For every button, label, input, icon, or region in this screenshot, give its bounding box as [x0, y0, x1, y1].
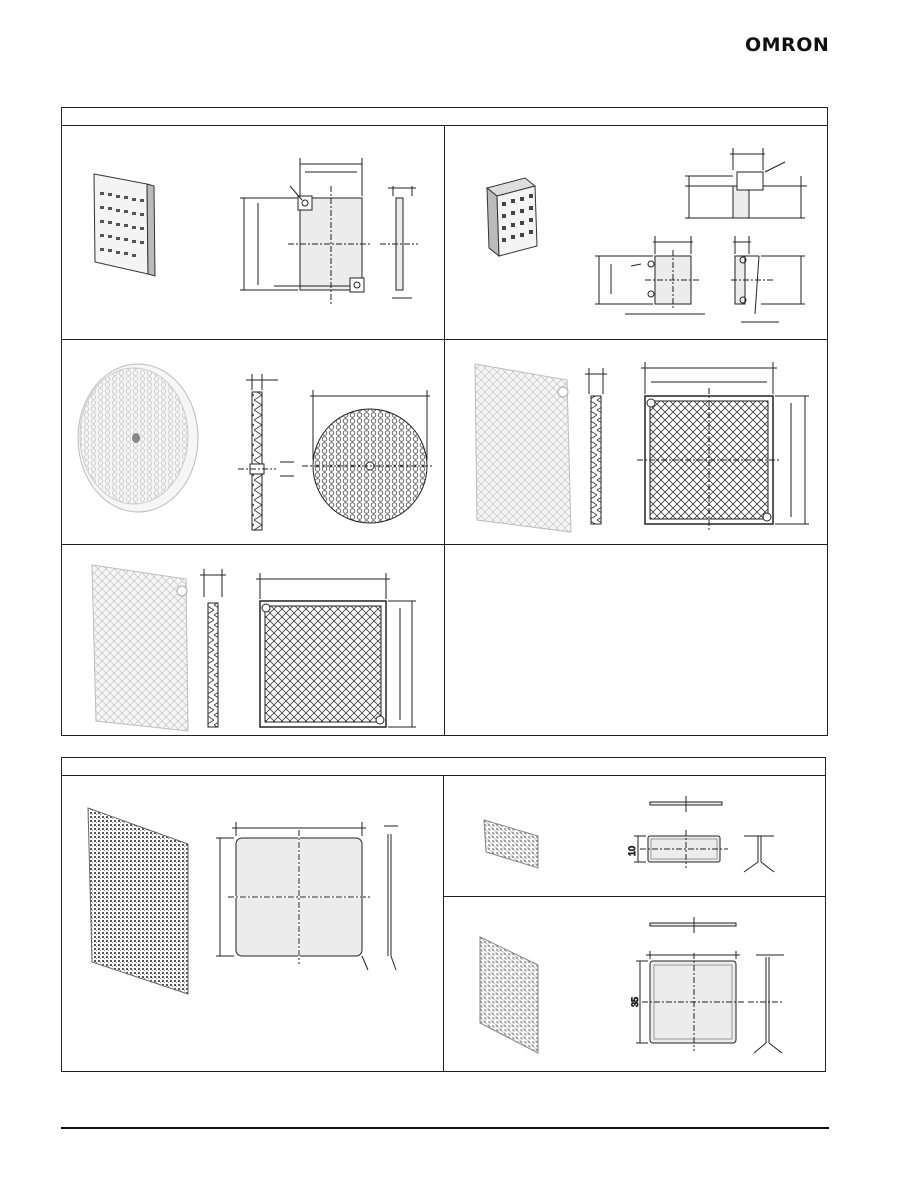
reflector-rect-photo	[93, 173, 156, 277]
reflector-square-medium-photo	[91, 564, 189, 732]
tape-square-front-view: 35	[630, 951, 744, 1051]
tape-reflectors-panel-header	[62, 758, 825, 776]
square-height-label: 35	[630, 997, 640, 1007]
omron-logo: OMRON	[745, 34, 829, 56]
reflector-rect-front-view	[240, 158, 372, 304]
rect-small-height-label: 10	[627, 846, 637, 856]
tape-rect-small-photo	[483, 819, 539, 869]
reflector-round-side-view	[238, 374, 294, 531]
panel-divider	[444, 896, 825, 897]
reflector-square-large-cell	[445, 340, 827, 544]
logo-text: OMRON	[745, 34, 830, 56]
reflector-square-large-front-view	[637, 362, 809, 532]
tape-large-drawing	[87, 807, 398, 995]
reflector-square-large-side-view	[585, 368, 607, 525]
reflector-rect-side-view	[380, 186, 418, 299]
reflector-compact-front-view	[595, 236, 705, 315]
tape-square-top-view	[649, 917, 737, 933]
tape-reflectors-panel: 10	[61, 757, 826, 1072]
reflector-compact-drawing	[485, 148, 807, 323]
footer-rule	[61, 1127, 829, 1129]
reflector-rect-drawing	[93, 158, 418, 304]
reflector-round-front-view	[302, 390, 432, 524]
tape-rect-small-side-view	[743, 835, 775, 873]
reflector-round-photo	[77, 363, 199, 513]
reflector-compact-photo	[485, 177, 538, 258]
reflector-rect-cell	[62, 126, 444, 339]
panel-divider	[62, 544, 827, 545]
reflector-compact-side-view	[731, 236, 805, 323]
tape-square-photo	[479, 936, 539, 1054]
tape-rect-small-drawing: 10	[483, 796, 775, 873]
reflector-round-cell	[62, 340, 444, 544]
reflector-square-medium-front-view	[256, 573, 416, 728]
tape-large-photo	[87, 807, 189, 995]
reflector-compact-cell	[445, 126, 827, 339]
tape-square-side-view	[748, 954, 784, 1054]
reflector-square-medium-cell	[62, 545, 444, 735]
tape-square-drawing: 35	[479, 917, 784, 1054]
tape-large-cell	[62, 776, 443, 1071]
tape-large-side-view	[384, 825, 398, 971]
tape-large-front-view	[216, 822, 370, 971]
reflector-square-medium-drawing	[91, 564, 416, 732]
panel-divider	[62, 339, 827, 340]
panel-divider	[443, 776, 444, 1071]
reflector-square-large-drawing	[474, 362, 809, 533]
panel-divider	[444, 126, 445, 735]
reflector-square-medium-side-view	[200, 569, 226, 728]
reflectors-panel	[61, 107, 828, 736]
tape-rect-small-cell: 10	[444, 776, 825, 896]
reflector-round-drawing	[77, 363, 432, 531]
empty-cell	[445, 545, 827, 735]
tape-square-cell: 35	[444, 897, 825, 1071]
tape-rect-small-front-view: 10	[627, 830, 728, 868]
reflector-square-large-photo	[474, 363, 572, 533]
reflector-compact-top-view	[685, 148, 807, 219]
tape-rect-small-top-view	[649, 796, 723, 812]
reflectors-panel-header	[62, 108, 827, 126]
